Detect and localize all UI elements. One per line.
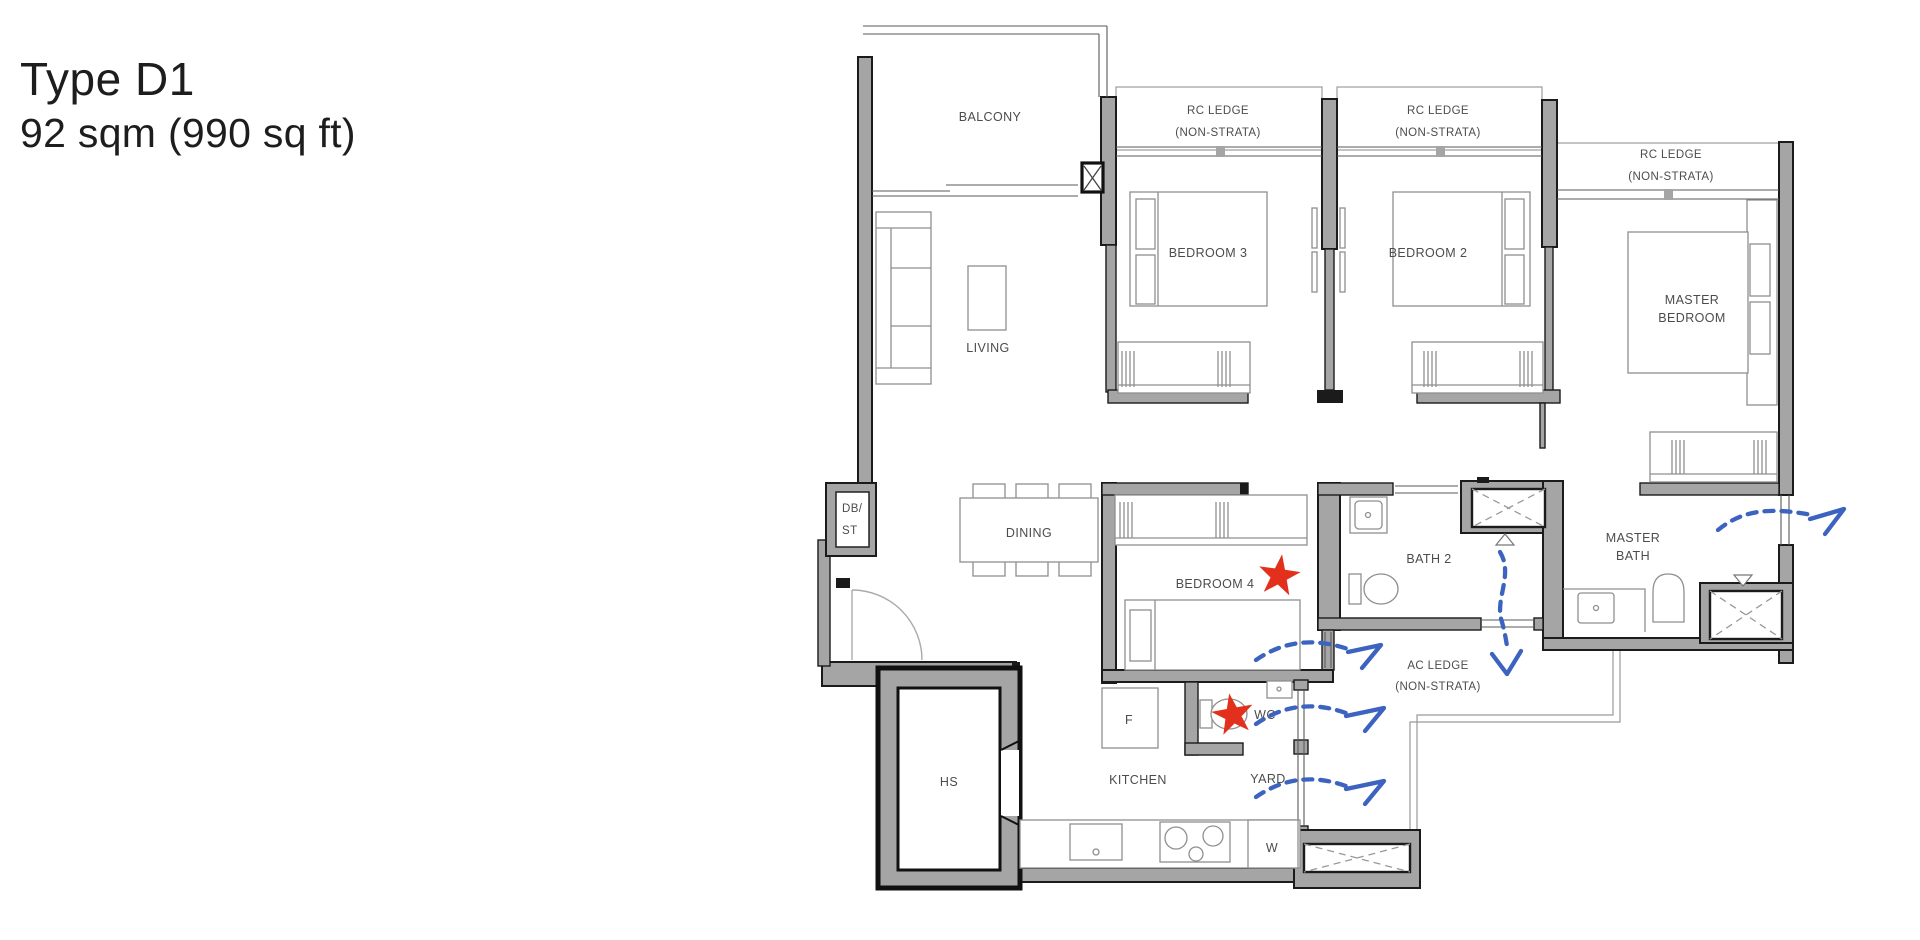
label-dining: DINING xyxy=(1006,526,1052,540)
furniture xyxy=(875,191,1778,869)
ventilation-arrows xyxy=(1253,506,1847,807)
arrow-shaft-down xyxy=(1489,549,1524,677)
entry-door xyxy=(851,589,923,661)
star-markers xyxy=(1211,554,1301,735)
bedroom2-furniture xyxy=(1339,191,1544,394)
label-yard: YARD xyxy=(1250,772,1285,786)
master-bedroom-furniture xyxy=(1627,199,1778,483)
label-washer: W xyxy=(1266,841,1278,855)
label-master-bath-2: BATH xyxy=(1616,549,1650,563)
arrow-master-bath xyxy=(1715,506,1847,537)
arrow-wc-out xyxy=(1253,704,1387,734)
ac-ledge-boundary xyxy=(1409,650,1621,830)
shower-triangle-icon xyxy=(1732,574,1754,587)
balcony-column-x-icon xyxy=(1080,161,1105,194)
arrow-bedroom4-out xyxy=(1253,640,1384,671)
label-st: ST xyxy=(842,525,858,537)
db-st-closet xyxy=(825,482,877,557)
label-master-bedroom-1: MASTER xyxy=(1665,293,1720,307)
wc-star-icon xyxy=(1211,693,1253,735)
label-hs: HS xyxy=(940,775,958,789)
plan-area-subtitle: 92 sqm (990 sq ft) xyxy=(20,110,356,157)
bath2-fixtures xyxy=(1348,496,1399,605)
label-ac-non-strata: (NON-STRATA) xyxy=(1395,681,1481,693)
coffee-table xyxy=(967,265,1007,331)
bedroom4-star-icon xyxy=(1259,554,1301,596)
dining-table xyxy=(959,483,1099,577)
label-bedroom3: BEDROOM 3 xyxy=(1169,246,1248,260)
windows xyxy=(863,25,1790,826)
plan-title-block: Type D1 92 sqm (990 sq ft) xyxy=(20,52,356,160)
kitchen-sink xyxy=(1069,823,1123,861)
arrow-yard-out xyxy=(1253,777,1387,807)
shaft-triangle-icon xyxy=(1494,533,1516,546)
label-master-bath-1: MASTER xyxy=(1606,531,1661,545)
label-fridge: F xyxy=(1125,713,1133,727)
hs-shelter xyxy=(875,665,1023,891)
label-ac-ledge: AC LEDGE xyxy=(1407,660,1468,672)
label-non-strata-2: (NON-STRATA) xyxy=(1395,127,1481,139)
label-rc-ledge-2: RC LEDGE xyxy=(1407,105,1469,117)
label-rc-ledge-3: RC LEDGE xyxy=(1640,149,1702,161)
room-labels: BALCONY RC LEDGE (NON-STRATA) RC LEDGE (… xyxy=(842,105,1725,855)
label-bath2: BATH 2 xyxy=(1406,552,1451,566)
washer-box xyxy=(1247,819,1299,869)
label-kitchen: KITCHEN xyxy=(1109,773,1167,787)
label-wc: WC xyxy=(1254,708,1276,722)
master-bath-fixtures xyxy=(1563,573,1685,632)
label-non-strata-3: (NON-STRATA) xyxy=(1628,171,1714,183)
bedroom4-furniture xyxy=(1114,494,1308,671)
fridge-box xyxy=(1101,687,1159,749)
label-db: DB/ xyxy=(842,503,863,515)
label-bedroom4: BEDROOM 4 xyxy=(1176,577,1255,591)
label-bedroom2: BEDROOM 2 xyxy=(1389,246,1468,260)
label-rc-ledge-1: RC LEDGE xyxy=(1187,105,1249,117)
hob xyxy=(1159,821,1231,863)
kitchen-fixtures xyxy=(1019,687,1301,869)
label-master-bedroom-2: BEDROOM xyxy=(1658,311,1725,325)
shaft-boxes xyxy=(1302,487,1784,874)
bedroom3-furniture xyxy=(1117,191,1318,394)
label-living: LIVING xyxy=(966,341,1009,355)
wc-fixtures xyxy=(1199,680,1293,730)
plan-type-title: Type D1 xyxy=(20,53,195,105)
label-balcony: BALCONY xyxy=(959,110,1022,124)
sofa xyxy=(875,211,932,385)
label-non-strata-1: (NON-STRATA) xyxy=(1175,127,1261,139)
